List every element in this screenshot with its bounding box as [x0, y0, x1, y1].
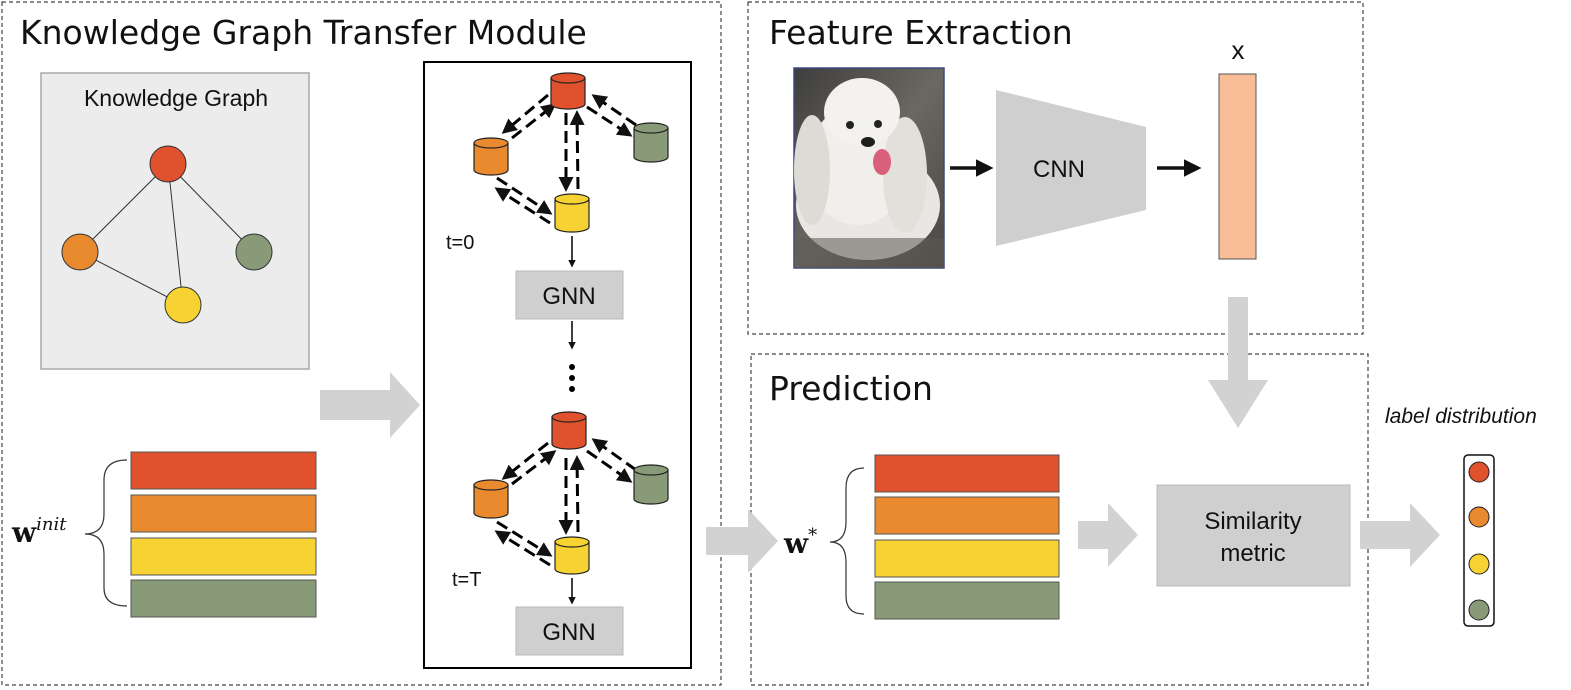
w-star-brace: [829, 467, 865, 615]
output-dot-yellow: [1468, 553, 1490, 575]
w-star-row-orange: [874, 496, 1060, 535]
w-star-symbol: w*: [783, 525, 817, 560]
cylinder-yellow-top: [554, 193, 590, 233]
step-label-tT: t=T: [452, 569, 481, 591]
feature-extraction-section: [747, 1, 1364, 335]
output-dot-green: [1468, 599, 1490, 621]
similarity-label-line2: metric: [1220, 540, 1285, 567]
kg-node-red: [149, 145, 187, 183]
w-init-row-yellow: [130, 537, 317, 576]
label-distribution-title: label distribution: [1385, 405, 1537, 428]
w-star-stack: [874, 454, 1060, 620]
w-star-row-yellow: [874, 539, 1060, 578]
w-init-row-red: [130, 451, 317, 490]
kg-node-yellow: [164, 286, 202, 324]
section-title-prediction: Prediction: [769, 369, 933, 408]
gray-arrow-feature-to-similarity: [1208, 297, 1268, 428]
feature-vector: [1218, 73, 1257, 260]
w-star-row-green: [874, 581, 1060, 620]
cylinder-red-bottom: [551, 411, 587, 450]
cylinder-green-bottom: [633, 464, 669, 505]
graph-step-top: [473, 72, 669, 268]
knowledge-graph-panel: Knowledge Graph: [40, 72, 310, 370]
cylinder-orange-top: [473, 137, 509, 176]
input-dog-image: [793, 67, 945, 269]
cylinder-red-top: [550, 72, 586, 110]
graph-step-bottom: [473, 411, 669, 605]
w-init-row-green: [130, 579, 317, 618]
gnn-label-bottom: GNN: [542, 619, 595, 646]
cylinder-green-top: [633, 122, 669, 163]
gray-arrow-wstar-to-similarity: [1078, 503, 1138, 567]
w-init-symbol: winit: [11, 514, 67, 549]
section-title-feature-extraction: Feature Extraction: [769, 13, 1073, 52]
cylinder-yellow-bottom: [554, 536, 590, 575]
ellipsis-dots: [569, 364, 575, 392]
w-init-stack: [130, 451, 317, 618]
label-distribution-vector: [1463, 454, 1495, 627]
similarity-label-line1: Similarity: [1204, 508, 1301, 535]
gray-arrow-similarity-to-output: [1360, 503, 1440, 567]
cnn-label: CNN: [1033, 156, 1085, 183]
step-label-t0: t=0: [446, 232, 474, 254]
kg-transfer-section: [1, 1, 722, 686]
similarity-metric-block: Similarity metric: [1156, 484, 1351, 587]
gray-arrow-gnn-to-prediction: [706, 509, 778, 573]
cylinder-orange-bottom: [473, 479, 509, 519]
output-dot-orange: [1468, 506, 1490, 528]
w-init-row-orange: [130, 494, 317, 533]
section-title-kg-transfer: Knowledge Graph Transfer Module: [20, 13, 587, 52]
w-star-row-red: [874, 454, 1060, 493]
gnn-block-bottom: GNN: [515, 606, 624, 656]
gnn-block-top: GNN: [515, 270, 624, 320]
kg-node-orange: [61, 233, 99, 271]
output-dot-red: [1468, 461, 1490, 483]
gray-arrow-kg-to-gnn: [320, 372, 420, 438]
kg-node-green: [235, 233, 273, 271]
feature-vector-label: x: [1232, 35, 1245, 65]
cnn-block: CNN: [996, 90, 1146, 246]
knowledge-graph-title: Knowledge Graph: [84, 85, 268, 111]
w-init-brace: [84, 459, 128, 607]
gnn-label-top: GNN: [542, 283, 595, 310]
